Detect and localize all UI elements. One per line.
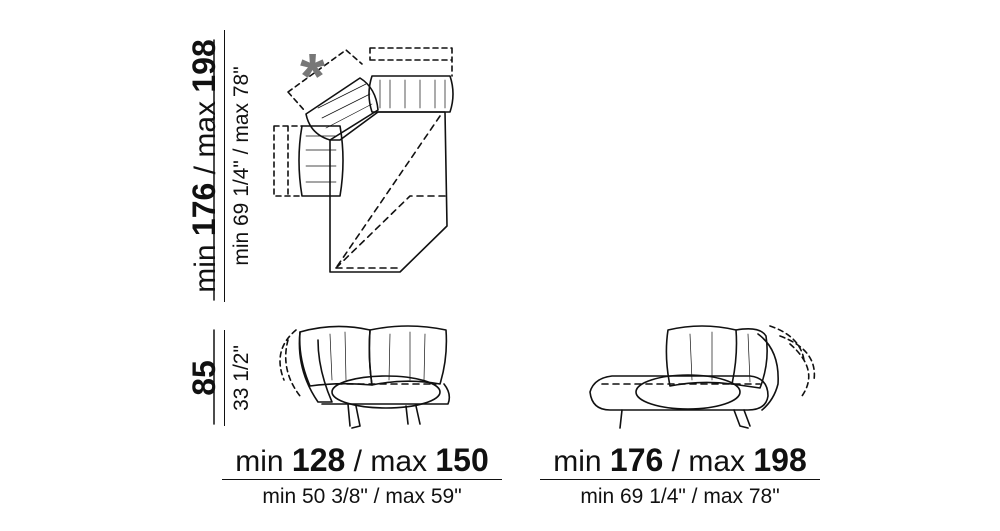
- side-arm: [757, 333, 779, 411]
- front-width-dimension: min 128 / max 150 min 50 3/8" / max 59": [222, 444, 502, 507]
- height-dimension: 85 33 1/2": [186, 330, 253, 426]
- front-width-min-value: 128: [291, 442, 346, 478]
- plan-side-cushion-left-dashed: [273, 125, 303, 197]
- front-width-min-word: min: [235, 445, 284, 478]
- side-width-min-value: 176: [609, 442, 664, 478]
- plan-seat-dashed-diagonal-2: [335, 195, 446, 269]
- side-seat-cushion: [635, 374, 741, 410]
- plan-depth-max-word: max: [189, 100, 222, 158]
- plan-depth-dimension: min 176 / max 198 min 69 1/4" / max 78": [186, 30, 253, 302]
- side-cushion-wrinkles: [689, 331, 751, 383]
- side-width-max-value: 198: [753, 442, 807, 478]
- plan-seat-outline: [329, 111, 448, 273]
- plan-back-cushion-right: [368, 75, 454, 113]
- front-side-arm-dashed: [279, 329, 301, 397]
- height-imperial: 33 1/2": [230, 345, 253, 411]
- side-width-min-word: min: [553, 445, 602, 478]
- plan-seat-dashed-diagonal-1: [335, 115, 441, 269]
- side-width-separator: /: [663, 445, 689, 478]
- side-back-cushion: [665, 325, 738, 387]
- plan-depth-separator: /: [189, 157, 222, 183]
- side-back-cushion-2: [731, 328, 768, 389]
- front-width-imperial: min 50 3/8" / max 59": [262, 485, 462, 508]
- plan-back-cushion-angled-dashed: [287, 49, 363, 111]
- plan-side-cushion-left: [298, 125, 344, 197]
- side-view: [589, 325, 816, 429]
- plan-depth-max-value: 198: [186, 39, 222, 93]
- plan-side-cushion-left-seam: [305, 135, 337, 183]
- plan-back-cushion-angled-seam: [317, 83, 373, 129]
- plan-depth-min-word: min: [189, 244, 222, 293]
- plan-back-cushion-right-dashed: [369, 47, 453, 77]
- front-seat-base: [321, 383, 451, 405]
- front-width-max-value: 150: [435, 442, 489, 478]
- plan-depth-min-value: 176: [186, 182, 222, 237]
- plan-view: [273, 47, 454, 273]
- front-side-arm: [298, 331, 333, 403]
- side-legs: [619, 409, 751, 429]
- front-seat-cushion: [331, 375, 441, 409]
- side-width-max-word: max: [688, 445, 746, 478]
- front-view: [279, 325, 451, 429]
- front-back-cushion-right: [368, 325, 448, 386]
- plan-depth-imperial: min 69 1/4" / max 78": [230, 66, 253, 266]
- side-width-imperial: min 69 1/4" / max 78": [580, 485, 780, 508]
- side-width-dimension: min 176 / max 198 min 69 1/4" / max 78": [540, 444, 820, 507]
- plan-back-cushion-right-seam: [379, 79, 446, 109]
- front-cushion-wrinkles: [329, 331, 426, 381]
- side-arm-dashed: [769, 325, 816, 397]
- front-width-max-word: max: [370, 445, 428, 478]
- side-seat: [589, 375, 769, 411]
- front-legs: [347, 403, 421, 429]
- height-value: 85: [186, 360, 222, 396]
- asterisk-symbol: *: [300, 40, 325, 112]
- front-width-separator: /: [345, 445, 371, 478]
